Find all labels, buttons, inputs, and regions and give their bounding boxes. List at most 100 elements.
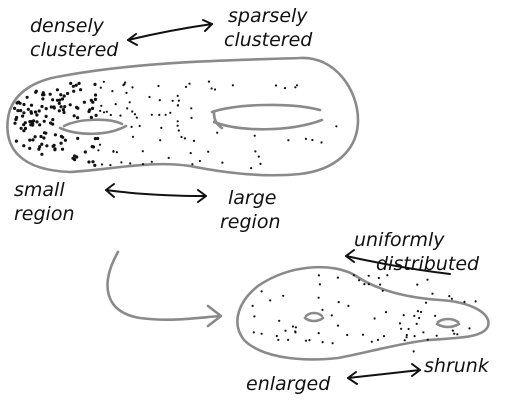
stipple-dot — [34, 91, 37, 94]
stipple-dot — [73, 158, 76, 161]
stipple-dot — [22, 103, 25, 106]
stipple-dot — [139, 125, 141, 127]
stipple-dot — [292, 325, 294, 327]
stipple-dot — [110, 114, 112, 116]
stipple-dot — [177, 95, 179, 97]
stipple-dot — [311, 139, 313, 141]
stipple-dot — [258, 156, 260, 158]
stipple-dot — [287, 139, 289, 141]
stipple-dot — [61, 148, 64, 151]
stipple-dot — [76, 107, 79, 110]
stipple-dot — [58, 102, 61, 105]
double-arrow-top — [128, 20, 212, 45]
stipple-dot — [400, 328, 402, 330]
stipple-dot — [252, 305, 254, 307]
stipple-dot — [93, 164, 96, 167]
stipple-dot — [347, 305, 349, 307]
stipple-dot — [76, 137, 79, 140]
stipple-dot — [13, 107, 16, 110]
stipple-dot — [452, 330, 454, 332]
label-uniformly: uniformly — [354, 229, 445, 251]
stipple-dot — [318, 274, 320, 276]
stipple-dot — [426, 279, 428, 281]
stipple-dot — [51, 118, 54, 121]
stipple-dot — [40, 105, 43, 108]
stipple-dot — [261, 290, 263, 292]
stipple-dot — [362, 334, 364, 336]
stipple-dot — [99, 144, 101, 146]
stipple-dot — [60, 105, 63, 108]
label-large: large — [228, 187, 276, 209]
stipple-dot — [331, 314, 333, 316]
stipple-dot — [278, 320, 280, 322]
stipple-dot — [425, 302, 427, 304]
stipple-dot — [13, 122, 16, 125]
stipple-dot — [21, 115, 24, 118]
torus-small — [237, 267, 488, 359]
stipple-dot — [404, 339, 406, 341]
stipple-dot — [63, 94, 66, 97]
stipple-dot — [382, 290, 384, 292]
stipple-dot — [475, 300, 477, 302]
stipple-dot — [41, 97, 44, 100]
point-cloud-small — [252, 274, 477, 352]
stipple-dot — [51, 98, 54, 101]
stipple-dot — [27, 108, 30, 111]
stipple-dot — [253, 315, 255, 317]
stipple-dot — [60, 142, 63, 145]
stipple-dot — [463, 301, 465, 303]
stipple-dot — [159, 99, 161, 101]
stipple-dot — [134, 113, 136, 115]
stipple-dot — [14, 118, 17, 121]
stipple-dot — [337, 277, 339, 279]
stipple-dot — [177, 104, 179, 106]
stipple-dot — [193, 140, 195, 142]
stipple-dot — [318, 332, 320, 334]
stipple-dot — [142, 163, 144, 165]
label-clustered-right: clustered — [224, 29, 313, 51]
stipple-dot — [305, 138, 307, 140]
stipple-dot — [64, 139, 67, 142]
stipple-dot — [19, 102, 22, 105]
stipple-dot — [45, 107, 48, 110]
stipple-dot — [250, 167, 252, 169]
stipple-dot — [24, 121, 27, 124]
stipple-dot — [42, 136, 45, 139]
stipple-dot — [84, 150, 87, 153]
stipple-dot — [321, 309, 323, 311]
stipple-dot — [363, 283, 365, 285]
stipple-dot — [30, 110, 33, 113]
stipple-dot — [38, 109, 41, 112]
stipple-dot — [338, 301, 340, 303]
label-enlarged: enlarged — [246, 373, 331, 395]
stipple-dot — [87, 160, 90, 163]
stipple-dot — [254, 135, 256, 137]
stipple-dot — [54, 133, 57, 136]
stipple-dot — [277, 339, 279, 341]
stipple-dot — [282, 295, 284, 297]
point-cloud-large — [13, 81, 338, 170]
stipple-dot — [337, 325, 339, 327]
stipple-dot — [416, 284, 418, 286]
stipple-dot — [456, 333, 458, 335]
stipple-dot — [26, 96, 29, 99]
stipple-dot — [420, 311, 422, 313]
stipple-dot — [38, 123, 41, 126]
stipple-dot — [40, 143, 43, 146]
stipple-dot — [112, 151, 114, 153]
stipple-dot — [131, 126, 133, 128]
stipple-dot — [368, 275, 370, 277]
stipple-dot — [207, 151, 209, 153]
stipple-dot — [199, 160, 201, 162]
stipple-dot — [386, 274, 388, 276]
stipple-dot — [30, 104, 33, 107]
stipple-dot — [43, 131, 46, 134]
transform-arrow — [108, 252, 221, 326]
stipple-dot — [56, 99, 59, 102]
stipple-dot — [413, 315, 415, 317]
stipple-dot — [75, 84, 78, 87]
stipple-dot — [305, 340, 307, 342]
stipple-dot — [322, 341, 324, 343]
stipple-dot — [294, 86, 296, 88]
stipple-dot — [100, 105, 102, 107]
